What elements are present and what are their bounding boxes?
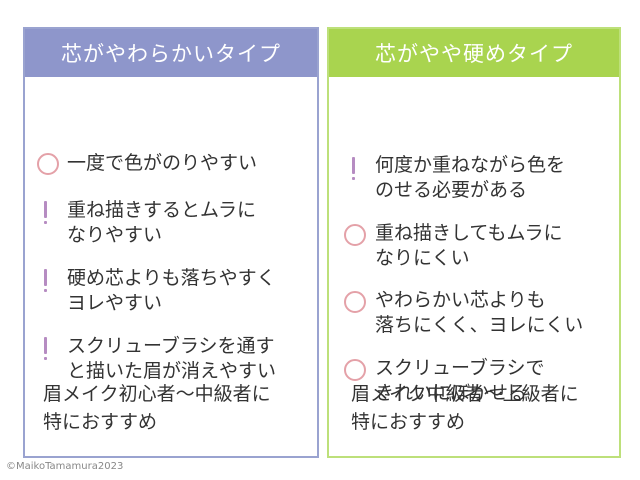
- circle-icon: [344, 359, 366, 381]
- firm-core-panel: 芯がやや硬めタイプ 何度か重ねながら色を のせる必要がある 重ね描きしてもムラに…: [327, 27, 621, 458]
- exclamation-icon: [43, 201, 49, 224]
- recommendation-text: 眉メイク中級者〜上級者に 特におすすめ: [351, 383, 579, 433]
- circle-icon: [344, 291, 366, 313]
- circle-icon: [344, 224, 366, 246]
- item-text: 一度で色がのりやすい: [67, 152, 258, 174]
- item-text: スクリューブラシで きれいにぼかせる: [375, 357, 545, 404]
- firm-core-title: 芯がやや硬めタイプ: [329, 29, 619, 77]
- item-text: 重ね描きしてもムラに なりにくい: [375, 222, 563, 269]
- soft-core-panel: 芯がやわらかいタイプ 一度で色がのりやすい 重ね描きするとムラに なりやすい 硬…: [23, 27, 319, 458]
- item-text: 硬め芯よりも落ちやすく ヨレやすい: [67, 267, 276, 314]
- item-text: 何度か重ねながら色を のせる必要がある: [375, 154, 566, 201]
- item-text: 重ね描きするとムラに なりやすい: [67, 199, 257, 246]
- exclamation-icon: [43, 269, 49, 292]
- circle-icon: [37, 153, 59, 175]
- exclamation-icon: [43, 337, 49, 360]
- exclamation-icon: [351, 157, 357, 180]
- soft-core-title: 芯がやわらかいタイプ: [25, 29, 317, 77]
- item-text: やわらかい芯よりも 落ちにくく、ヨレにくい: [375, 289, 584, 336]
- recommendation-text: 眉メイク初心者〜中級者に 特におすすめ: [43, 383, 271, 433]
- copyright-credit: ©MaikoTamamura2023: [6, 461, 124, 472]
- item-text: スクリューブラシを通す と描いた眉が消えやすい: [67, 335, 277, 382]
